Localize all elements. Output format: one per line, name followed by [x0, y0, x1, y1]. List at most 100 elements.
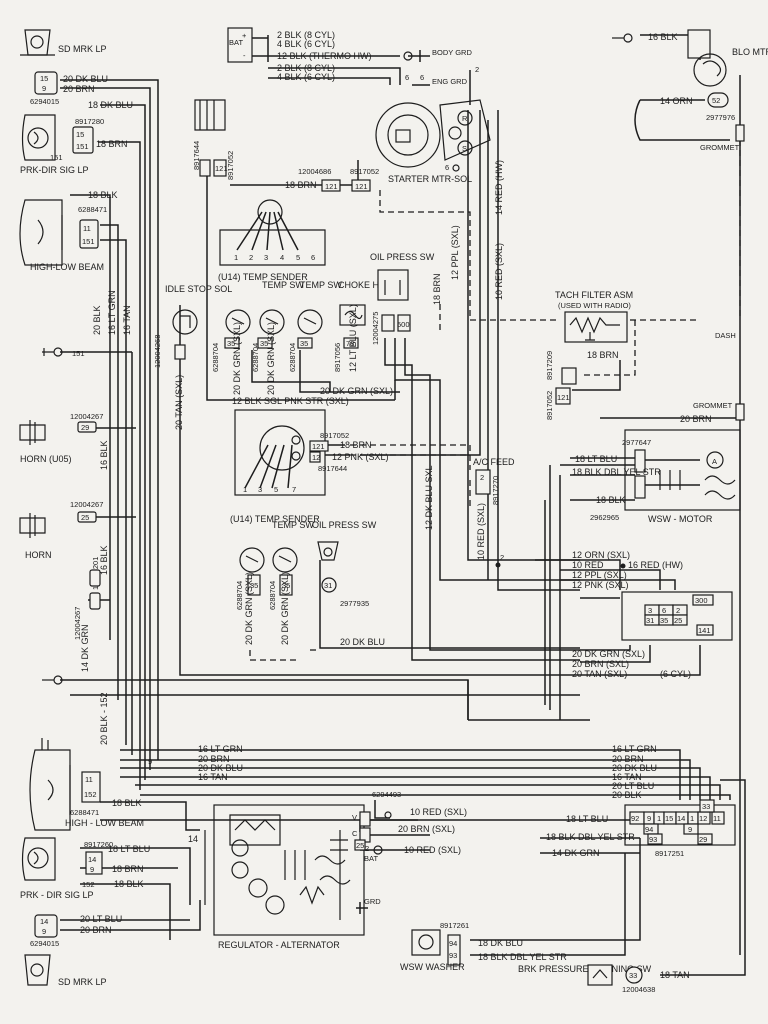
component-label: TEMP SW [300, 280, 342, 290]
terminal-label: 151 [50, 153, 63, 162]
part-number: 6288471 [70, 808, 99, 817]
sd-mrk-lp-top: SD MRK LP [20, 29, 107, 56]
svg-text:15: 15 [665, 814, 673, 823]
svg-text:15: 15 [76, 130, 84, 139]
wire-label: 18 BLK [88, 190, 118, 200]
wire-label: 20 DK GRN (SXL) [572, 649, 645, 659]
terminal-number: 7 [292, 485, 296, 494]
svg-text:6: 6 [662, 606, 666, 615]
wire-label: 20 DK GRN (SXL) [266, 322, 276, 395]
part-number: 8917052 [350, 167, 379, 176]
component-label: IDLE STOP SOL [165, 284, 232, 294]
wire-label: 12 PPL (SXL) [450, 225, 460, 280]
svg-text:9: 9 [688, 825, 692, 834]
part-number: 6288704 [251, 343, 260, 372]
svg-text:3: 3 [648, 606, 652, 615]
component-label: CHOKE HEATER [338, 280, 409, 290]
svg-text:35: 35 [227, 339, 235, 348]
wire-label: 18 BLK [112, 798, 142, 808]
wire-label: 16 BLK [99, 440, 109, 470]
ground-label: BODY GRD [432, 48, 472, 57]
svg-text:S: S [462, 144, 467, 153]
svg-text:12: 12 [699, 814, 707, 823]
wire-label: 18 LT BLU [108, 844, 150, 854]
svg-text:2: 2 [365, 844, 369, 853]
component-label: BLO MTR [732, 47, 768, 57]
part-number: 12004267 [70, 412, 103, 421]
part-number: 12004268 [153, 335, 162, 368]
right-mid-wire-labels-2: 20 DK GRN (SXL) 20 BRN (SXL) 20 TAN (SXL… [572, 649, 691, 679]
svg-text:12: 12 [312, 453, 320, 462]
svg-text:78: 78 [346, 339, 354, 348]
wire-label: 16 BLK [648, 32, 678, 42]
wire-label: 18 LT BLU [575, 454, 617, 464]
connector-8917209: 18 BRN 121 8917209 8917052 [545, 350, 619, 420]
part-number: 6288704 [211, 343, 220, 372]
svg-text:1: 1 [657, 814, 661, 823]
component-label: (U14) TEMP SENDER [218, 272, 308, 282]
temp-sw-b: TEMP SW 35 6288704 [288, 280, 342, 372]
part-number: 6294015 [30, 939, 59, 948]
component-label: REGULATOR - ALTERNATOR [218, 940, 340, 950]
wire-label: 20 BRN (SXL) [572, 659, 629, 669]
horn-u05: 29 12004267 HORN (U05) 16 BLK [19, 412, 109, 470]
wire-label: 20 TAN (SXL) [174, 375, 184, 430]
svg-text:25: 25 [356, 841, 364, 850]
wire-label: 20 BRN (SXL) [398, 824, 455, 834]
component-label: OIL PRESS SW [312, 520, 377, 530]
grommet-mid: GROMMET 20 BRN [680, 401, 745, 424]
wire-label: 20 BRN [612, 754, 644, 764]
wire-label: 16 LT GRN [612, 744, 657, 754]
wire-label: 14 DK GRN [552, 848, 600, 858]
svg-text:2: 2 [676, 606, 680, 615]
wire-label: 18 LT BLU [566, 814, 608, 824]
part-number: 12004638 [622, 985, 655, 994]
svg-text:+: + [242, 31, 247, 40]
component-label: STARTER MTR-SOL [388, 174, 472, 184]
wire-label: 18 BRN [340, 440, 372, 450]
wire-label: (6 CYL) [660, 669, 691, 679]
ground-151: 151 [42, 347, 85, 358]
terminal-label: 152 [82, 880, 95, 889]
part-number: 8917056 [333, 343, 342, 372]
horn-b: 25 12004267 HORN 16 BLK 12004201 [19, 500, 109, 610]
sd-mrk-lp-label: SD MRK LP [58, 977, 107, 987]
svg-text:35: 35 [260, 339, 268, 348]
svg-text:31: 31 [646, 616, 654, 625]
svg-text:1: 1 [690, 814, 694, 823]
svg-text:35: 35 [250, 581, 258, 590]
component-note: (USED WITH RADIO) [558, 301, 631, 310]
wire-label: 18 BLK DBL YEL STR [546, 832, 635, 842]
wire-label: 16 LT GRN [107, 290, 117, 335]
svg-text:35: 35 [282, 581, 290, 590]
part-number: 8917270 [491, 476, 500, 505]
terminal-label: 33 [629, 971, 637, 980]
terminal-label: 500 [397, 320, 410, 329]
part-number: 8917260 [84, 840, 113, 849]
wire-label: 16 LT GRN [198, 744, 243, 754]
wire-label: 18 DK BLU [88, 100, 133, 110]
wire-label: 10 RED (SXL) [410, 807, 467, 817]
part-number: 12004275 [371, 312, 380, 345]
part-number: 6288704 [288, 343, 297, 372]
component-label: BRK PRESSURE WARNING SW [518, 964, 652, 974]
right-mid-wire-labels: 12 ORN (SXL) 10 RED 16 RED (HW) 12 PPL (… [572, 550, 683, 590]
svg-text:29: 29 [699, 835, 707, 844]
temp-sw-c: TEMP SW 35 6288704 20 DK GRN (SXL) [268, 520, 314, 645]
component-label: PRK - DIR SIG LP [20, 890, 94, 900]
component-label: HORN [25, 550, 52, 560]
part-number: 8917644 [318, 464, 347, 473]
prk-dir-sig-lp-bottom: 14 9 8917260 18 LT BLU 18 BRN 152 18 BLK… [20, 837, 150, 900]
wire-label: 20 BLK - 152 [99, 692, 109, 745]
part-number: 8917052 [320, 431, 349, 440]
wire-label: 12 ORN (SXL) [572, 550, 630, 560]
part-number: 8917052 [545, 391, 554, 420]
wire-label: 18 BLK [596, 495, 626, 505]
component-label: HORN (U05) [20, 454, 72, 464]
wire-label: 20 BRN [80, 925, 112, 935]
terminal-label: V [352, 813, 357, 822]
wire-label: 20 DK BLU [340, 637, 385, 647]
wire-label: 10 RED (SXL) [476, 503, 486, 560]
wire-label: 20 DK GRN (SXL) [320, 386, 393, 396]
part-number: 2977935 [340, 599, 369, 608]
